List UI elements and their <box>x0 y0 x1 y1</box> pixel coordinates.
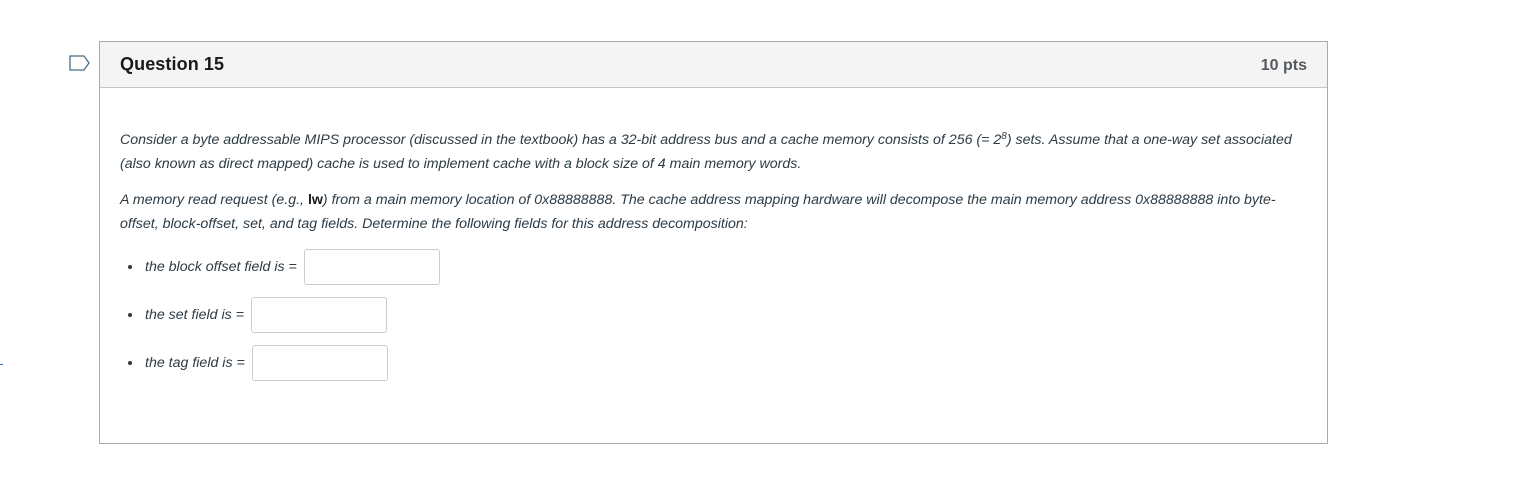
answer-label: the block offset field is = <box>145 259 301 275</box>
answer-item-tag: the tag field is = <box>120 344 1307 382</box>
question-paragraph-2: A memory read request (e.g., lw) from a … <box>120 192 1276 232</box>
question-paragraph-1: Consider a byte addressable MIPS process… <box>120 131 1292 173</box>
question-body: Consider a byte addressable MIPS process… <box>100 88 1327 382</box>
question-header: Question 15 10 pts <box>100 42 1327 88</box>
set-field-input[interactable] <box>250 297 387 333</box>
instruction-keyword: lw <box>307 192 323 208</box>
bullet-icon <box>128 361 132 365</box>
superscript: 8 <box>1001 131 1007 142</box>
tag-field-input[interactable] <box>251 345 388 381</box>
question-points: 10 pts <box>1260 56 1307 74</box>
question-card: Question 15 10 pts Consider a byte addre… <box>99 41 1328 444</box>
page-edge-marker <box>0 364 3 365</box>
bullet-icon <box>128 313 132 317</box>
answer-label: the set field is = <box>145 307 248 323</box>
answer-list: the block offset field is = the set fiel… <box>120 248 1307 382</box>
bullet-icon <box>128 265 132 269</box>
question-title: Question 15 <box>120 54 225 74</box>
answer-item-set: the set field is = <box>120 296 1307 334</box>
answer-label: the tag field is = <box>145 355 249 371</box>
answer-item-block-offset: the block offset field is = <box>120 248 1307 286</box>
bookmark-flag-icon[interactable] <box>69 55 91 71</box>
block-offset-input[interactable] <box>303 249 440 285</box>
